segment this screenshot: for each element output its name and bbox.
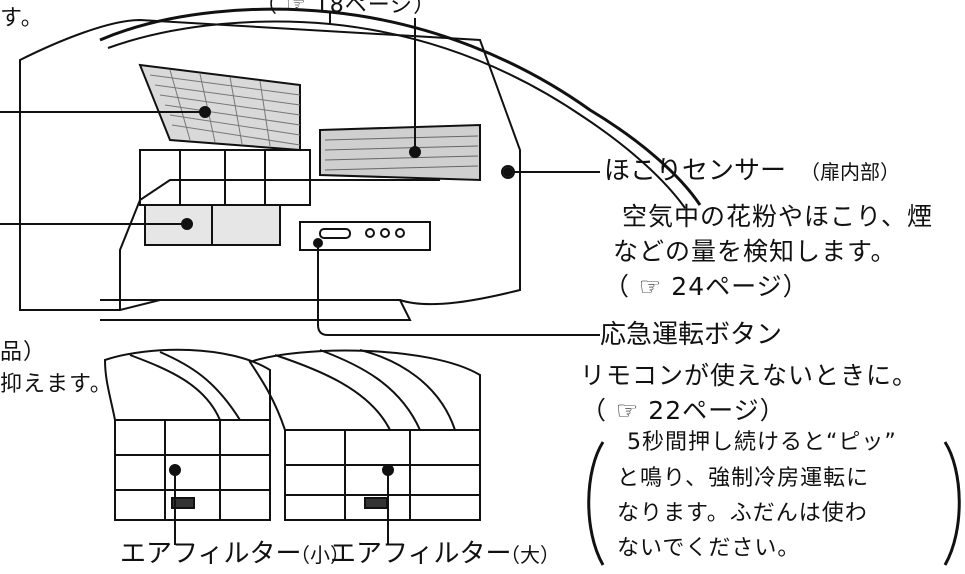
top-page-reference: （ ☞ 18ページ） [255, 0, 437, 18]
note-line-1: 5秒間押し続けると“ピッ” [627, 430, 897, 455]
note-left-paren [587, 441, 605, 566]
left-fragment-1: 品） [0, 340, 47, 365]
filter-small-name: エアフィルター [120, 539, 302, 569]
dust-sensor-desc-line1: 空気中の花粉やほこり、煙 [622, 202, 934, 231]
filter-large-size: （大） [500, 543, 560, 567]
emergency-button-desc: リモコンが使えないときに。 [580, 361, 919, 390]
note-line-2: と鳴り、強制冷房運転に [617, 466, 870, 491]
top-left-fragment: す。 [0, 6, 44, 31]
emergency-button-page-ref: （ ☞ 22ページ） [581, 396, 786, 425]
left-fragment-2: 抑えます。 [0, 372, 113, 397]
dust-sensor-location: （扉内部） [800, 160, 900, 184]
emergency-button-title: 応急運転ボタン [600, 320, 783, 350]
filter-large-name: エアフィルター [330, 539, 512, 569]
dust-sensor-page-ref: （ ☞ 24ページ） [604, 272, 809, 301]
dust-sensor-desc-line2: などの量を検知します。 [613, 237, 897, 266]
dust-sensor-title: ほこりセンサー [604, 156, 787, 186]
note-right-paren [943, 441, 961, 566]
note-line-4: ないでください。 [617, 536, 801, 561]
filter-small-size: （小） [290, 543, 350, 567]
note-line-3: なります。ふだんは使わ [617, 501, 868, 526]
